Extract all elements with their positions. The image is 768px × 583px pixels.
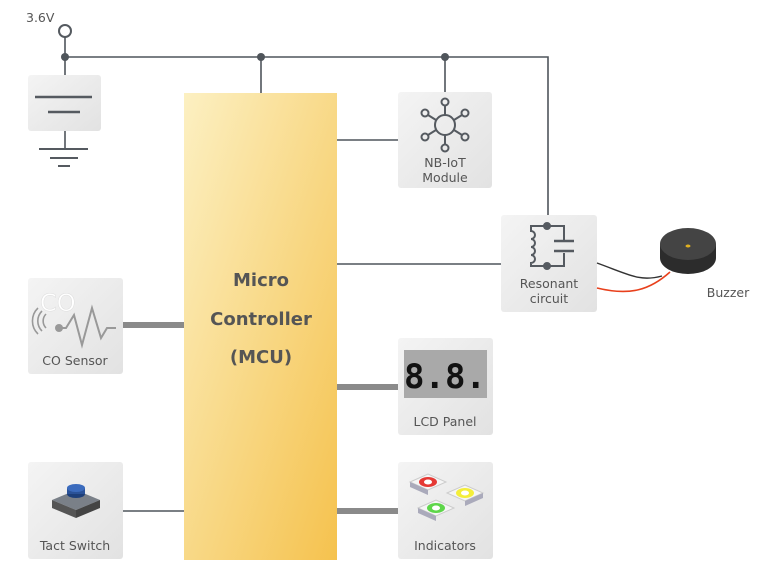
tact-switch-label: Tact Switch [39,538,110,553]
battery [28,75,101,167]
buzzer-red-wire [596,271,671,293]
junction-dot [61,53,69,61]
co-icon-text: CO [40,289,76,317]
lcd-panel-block[interactable]: 8.8. LCD Panel [398,338,493,435]
lcd-display-text: 8.8. [404,357,486,397]
push-button-icon [52,484,100,518]
co-sensor-label: CO Sensor [42,353,108,368]
mcu-label-line3: (MCU) [230,347,292,368]
battery-box [28,75,101,131]
supply-voltage-label: 3.6V [26,10,55,25]
resonant-circuit-block[interactable]: Resonant circuit [501,215,597,312]
signal-wires [123,139,501,512]
indicators-label: Indicators [414,538,476,553]
network-hub-icon [420,97,470,153]
buzzer[interactable]: Buzzer [596,228,750,300]
mcu-label-line1: Micro [233,270,289,291]
buzzer-icon [660,228,716,274]
battery-icon [35,95,92,114]
lcd-label: LCD Panel [413,414,476,429]
co-sensor-box [28,278,123,374]
led-icon [408,473,485,521]
mcu-block[interactable]: Micro Controller (MCU) [184,93,337,560]
gas-sensor-icon: CO [31,289,116,349]
indicators-block[interactable]: Indicators [398,462,493,559]
mcu-label-line2: Controller [210,309,312,330]
nbiot-module-block[interactable]: NB-IoT Module [398,92,492,188]
junction-dot [257,53,265,61]
supply-terminal-icon [58,24,72,38]
bus-connections [123,322,398,514]
junction-dot [441,53,449,61]
mcu-box [184,93,337,560]
tact-switch-block[interactable]: Tact Switch [28,462,123,559]
co-sensor-block[interactable]: CO CO Sensor [28,278,123,374]
seven-segment-display-icon [404,350,487,398]
buzzer-label: Buzzer [707,285,750,300]
buzzer-black-wire [596,262,663,279]
ground-icon [39,148,88,167]
lc-circuit-icon [530,222,574,270]
resonant-label-line1: Resonant [520,276,578,291]
nbiot-label-line2: Module [422,170,468,185]
nbiot-label-line1: NB-IoT [424,155,466,170]
resonant-label-line2: circuit [530,291,568,306]
